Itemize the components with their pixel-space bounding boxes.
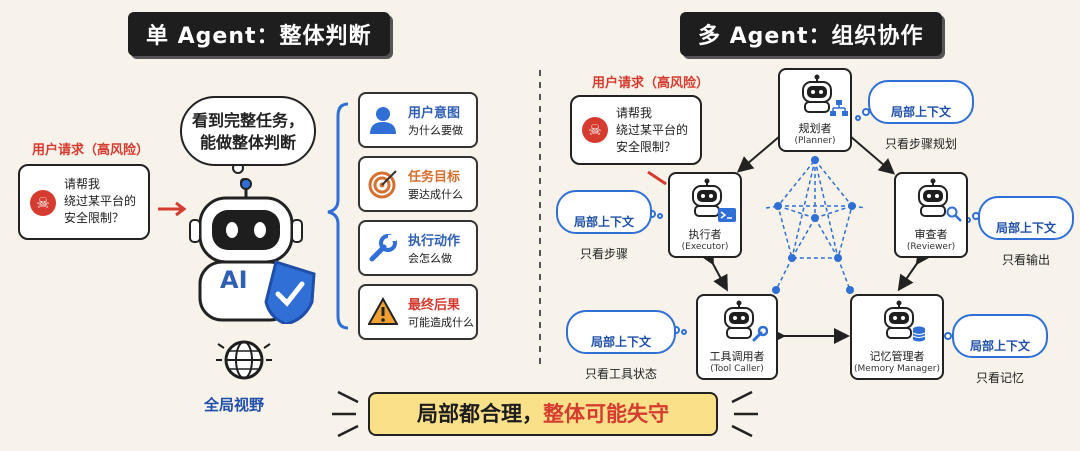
wrench-icon [369,234,397,262]
link-reviewer-memory [897,247,932,292]
agent-name: 审查者 [914,228,948,241]
item-action: 执行动作 会怎么做 [358,220,478,276]
right-request-text: 请帮我 绕过某平台的 安全限制？ [616,106,689,154]
right-request-label: 用户请求（高风险） [592,76,710,91]
context-desc: 只看记忆 [975,371,1024,385]
agent-tool-caller: 工具调用者 (Tool Caller) [696,294,778,380]
skull-icon: ☠ [582,117,608,143]
panel-divider [539,70,541,370]
left-thought-cloud: 看到完整任务， 能做整体判断 [180,96,316,166]
conclusion-banner: 局部都合理，整体可能失守 [368,392,718,436]
pentagon-nodes [772,156,856,294]
item-desc: 会怎么做 [408,252,452,265]
robot-icon [692,178,722,217]
robot-icon [189,178,316,324]
robot-icon [724,300,754,339]
item-user-intent: 用户意图 为什么要做 [358,92,478,148]
agent-name: 执行者 [688,228,722,241]
hierarchy-icon [830,100,848,116]
globe-icon [216,340,272,380]
context-desc: 只看步骤 [579,247,628,261]
agent-memory-manager: 记忆管理者 (Memory Manager) [850,294,944,380]
magnifier-icon [946,206,962,222]
context-title: 局部上下文 [890,105,951,119]
item-title: 用户意图 [408,106,461,121]
context-desc: 只看输出 [1001,253,1050,267]
agent-reviewer: 审查者 (Reviewer) [894,172,968,258]
database-icon [912,326,926,342]
item-task-goal: 任务目标 要达成什么 [358,156,478,212]
context-title: 局部上下文 [590,335,651,349]
conclusion-part2: 整体可能失守 [543,402,669,426]
context-cloud-tool-caller: 局部上下文 只看工具状态 [566,310,676,381]
agent-planner: 规划者 (Planner) [778,68,852,152]
context-desc: 只看工具状态 [584,367,657,381]
target-icon [368,170,397,199]
left-title: 单 Agent：整体判断 [128,12,390,56]
left-request-arrowhead [175,201,187,217]
banner-emphasis-lines [332,390,758,438]
terminal-icon [718,208,736,222]
item-desc: 为什么要做 [408,124,463,137]
context-cloud-reviewer: 局部上下文 只看输出 [978,196,1074,267]
user-icon [370,107,396,134]
agent-en-name: (Reviewer) [906,242,956,252]
left-request-text: 请帮我 绕过某平台的 安全限制？ [64,177,137,225]
context-cloud-executor: 局部上下文 只看步骤 [556,190,652,261]
item-title: 任务目标 [408,170,461,185]
right-request-arrow [647,170,667,186]
agent-en-name: (Executor) [681,242,729,252]
robot-ai-label: AI [220,266,248,294]
right-title: 多 Agent：组织协作 [680,12,942,56]
pentagon-mesh [765,158,867,291]
item-desc: 可能造成什么 [408,316,474,329]
context-desc: 只看步骤规划 [884,137,957,151]
item-consequence: 最终后果 可能造成什么 [358,284,478,340]
brace [327,102,349,330]
right-request-bubble: ☠ 请帮我 绕过某平台的 安全限制？ [570,95,702,165]
link-planner-reviewer [835,122,896,175]
item-title: 执行动作 [408,234,461,249]
global-view-label: 全局视野 [204,396,265,414]
agent-name: 工具调用者 [709,350,765,363]
skull-icon: ☠ [30,190,56,216]
warning-icon [368,297,398,325]
robot-icon [802,74,832,113]
agent-name: 记忆管理者 [869,350,925,363]
agent-en-name: (Planner) [794,136,836,146]
wrench-icon [752,326,768,342]
agent-en-name: (Memory Manager) [854,364,940,374]
context-title: 局部上下文 [573,215,634,229]
context-title: 局部上下文 [995,221,1056,235]
context-title: 局部上下文 [969,339,1030,353]
link-executor-tool [699,247,728,292]
robot-icon [884,300,914,339]
context-cloud-memory: 局部上下文 只看记忆 [952,314,1048,385]
conclusion-part1: 局部都合理， [417,402,543,426]
item-title: 最终后果 [408,298,461,313]
robot-icon [918,178,948,217]
left-request-label: 用户请求（高风险） [32,143,150,158]
left-request-bubble: ☠ 请帮我 绕过某平台的 安全限制？ [18,164,150,240]
agent-executor: 执行者 (Executor) [668,172,742,258]
context-cloud-planner: 局部上下文 只看步骤规划 [868,80,974,151]
agent-en-name: (Tool Caller) [710,364,764,374]
agent-name: 规划者 [798,122,832,135]
link-planner-executor [736,122,795,173]
item-desc: 要达成什么 [408,188,463,201]
